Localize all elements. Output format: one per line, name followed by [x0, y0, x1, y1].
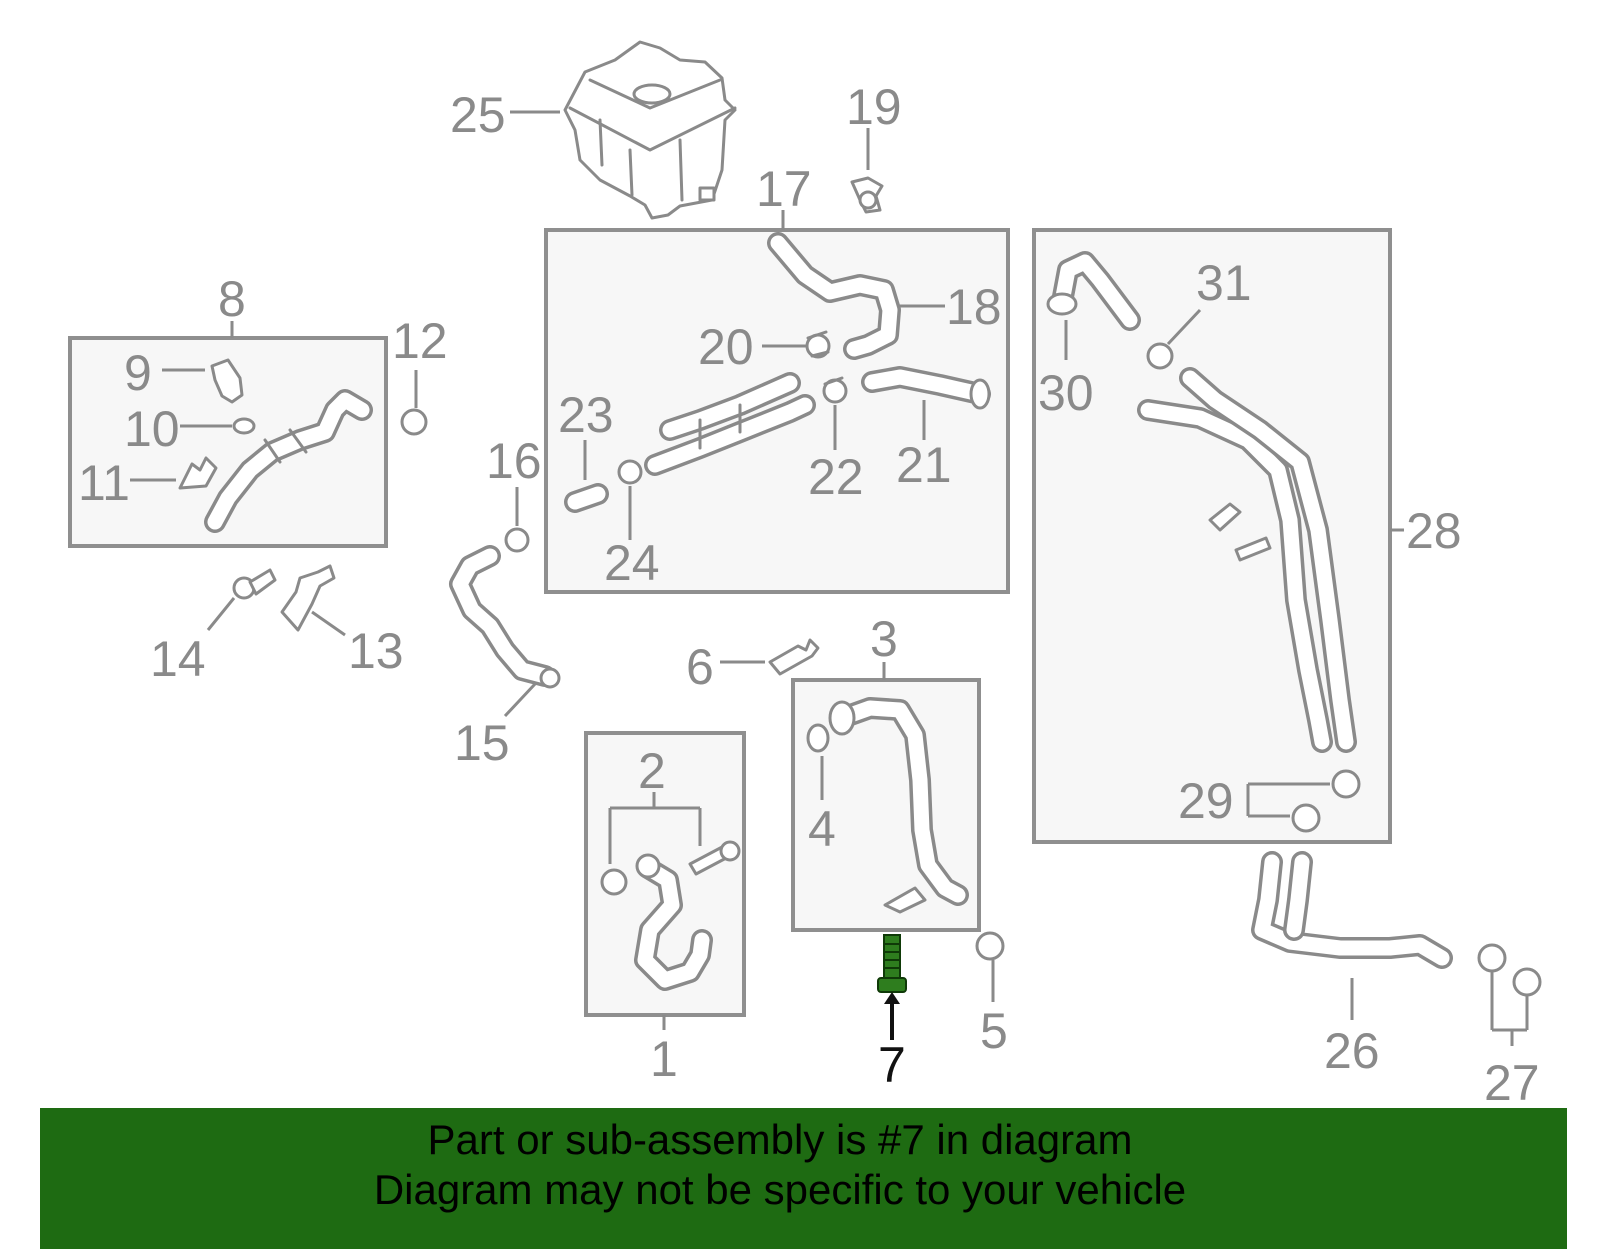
part-6-bolt [768, 638, 820, 676]
callout-16: 16 [486, 433, 542, 489]
part-23-plug [564, 483, 609, 513]
part-24-clamp [617, 459, 643, 485]
callout-23: 23 [558, 387, 614, 443]
part-28-pipe-assembly [1137, 367, 1357, 753]
part-11-bracket [178, 456, 218, 490]
callout-5: 5 [980, 1003, 1008, 1059]
part-15-hose [449, 545, 561, 689]
part-12-clamp [400, 408, 428, 436]
leader-lines [130, 110, 1529, 1046]
callout-18: 18 [946, 279, 1002, 335]
callout-10: 10 [124, 401, 180, 457]
part-29-clamp-upper [1331, 769, 1361, 799]
callout-31: 31 [1196, 255, 1252, 311]
callout-6: 6 [686, 639, 714, 695]
part-25-reservoir [563, 40, 737, 220]
callout-15: 15 [454, 715, 510, 771]
callout-labels: 25 19 17 18 20 22 21 23 24 8 9 10 11 12 … [78, 79, 1540, 1111]
part-26-hose [1251, 851, 1453, 969]
part-17-pipe-assembly [644, 372, 816, 476]
part-8-hose [204, 389, 373, 533]
callout-1: 1 [650, 1031, 678, 1087]
part-27-clamp-left [1477, 943, 1507, 973]
callout-30: 30 [1038, 365, 1094, 421]
banner-line-part-number: Part or sub-assembly is #7 in diagram [427, 1116, 1133, 1163]
group-box-28 [1032, 228, 1392, 844]
part-19-clip [850, 176, 884, 214]
callout-21: 21 [896, 437, 952, 493]
info-banner: Part or sub-assembly is #7 in diagram Di… [40, 1108, 1567, 1249]
part-16-clamp [504, 527, 530, 553]
callout-14: 14 [150, 631, 206, 687]
callout-24: 24 [604, 535, 660, 591]
part-2-bolt-right [688, 840, 741, 876]
part-14-bolt [232, 568, 277, 600]
callout-20: 20 [698, 319, 754, 375]
part-9-sensor [210, 358, 244, 404]
part-7-bolt-highlighted[interactable] [877, 934, 907, 993]
part-30-hose-end [1046, 251, 1141, 331]
callout-3: 3 [870, 611, 898, 667]
callout-26: 26 [1324, 1023, 1380, 1079]
callout-2: 2 [638, 743, 666, 799]
part-3-hose [828, 697, 969, 914]
part-5-clamp [975, 931, 1005, 961]
callout-7: 7 [878, 1037, 906, 1093]
callout-17: 17 [756, 161, 812, 217]
callout-28: 28 [1406, 503, 1462, 559]
callout-11: 11 [78, 455, 130, 511]
banner-line-disclaimer: Diagram may not be specific to your vehi… [373, 1166, 1187, 1213]
callout-12: 12 [392, 313, 448, 369]
callout-29: 29 [1178, 773, 1234, 829]
part-20-clamp [805, 330, 831, 359]
callout-13: 13 [348, 623, 404, 679]
callout-27: 27 [1484, 1055, 1540, 1111]
callout-8: 8 [218, 271, 246, 327]
part-27-clamp-right [1512, 967, 1542, 997]
callout-9: 9 [124, 345, 152, 401]
part-18-upper-hose [767, 232, 901, 360]
callout-4: 4 [808, 801, 836, 857]
arrowhead-7 [884, 992, 900, 1004]
part-21-hose [861, 366, 991, 410]
part-13-bracket [280, 564, 336, 632]
part-4-seal [806, 723, 830, 753]
part-29-clamp-lower [1291, 803, 1321, 833]
part-10-seal [232, 417, 256, 435]
part-2-clamp-left [600, 868, 628, 896]
callout-25: 25 [450, 87, 506, 143]
part-1-hose [634, 853, 713, 991]
part-22-clamp [822, 376, 848, 404]
part-31-clamp [1146, 342, 1174, 370]
callout-19: 19 [846, 79, 902, 135]
callout-22: 22 [808, 449, 864, 505]
